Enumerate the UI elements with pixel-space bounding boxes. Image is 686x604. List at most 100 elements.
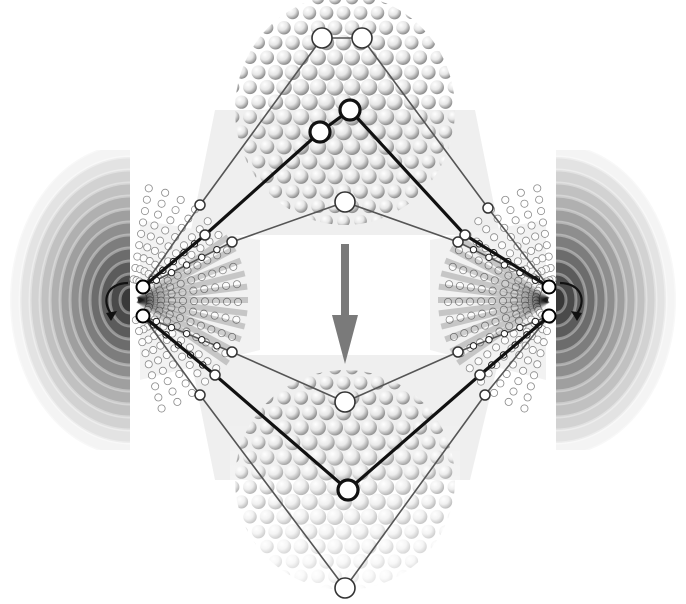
- link-bead: [183, 330, 189, 336]
- core-node: [543, 281, 556, 294]
- particle-bead: [386, 124, 402, 140]
- particle-bead: [404, 154, 419, 169]
- particle-bead: [363, 0, 376, 4]
- particle-bead: [422, 36, 435, 49]
- field-bead: [186, 344, 193, 351]
- particle-bead: [269, 36, 283, 50]
- particle-bead: [235, 66, 248, 79]
- link-bead: [214, 246, 220, 252]
- field-bead: [155, 394, 162, 401]
- particle-bead: [439, 95, 453, 109]
- particle-bead: [395, 109, 411, 125]
- junction-node: [480, 390, 490, 400]
- particle-bead: [295, 0, 307, 4]
- particle-bead: [378, 79, 394, 95]
- link-bead: [183, 262, 189, 268]
- field-bead: [522, 237, 529, 244]
- field-bead: [150, 346, 157, 353]
- field-bead: [540, 339, 547, 346]
- field-bead: [162, 189, 169, 196]
- field-bead: [475, 218, 482, 225]
- particle-bead: [286, 184, 300, 198]
- particle-bead: [252, 65, 266, 79]
- particle-bead: [260, 80, 275, 95]
- field-bead: [138, 230, 145, 237]
- junction-node: [210, 370, 220, 380]
- particle-bead: [285, 124, 301, 140]
- particle-bead: [261, 21, 274, 34]
- field-bead: [529, 346, 536, 353]
- field-bead: [528, 222, 535, 229]
- particle-bead: [439, 66, 452, 79]
- particle-bead: [354, 6, 368, 20]
- field-bead: [142, 350, 149, 357]
- link-bead: [486, 337, 492, 343]
- particle-bead: [369, 94, 386, 111]
- particle-bead: [269, 7, 281, 19]
- field-bead: [505, 398, 512, 405]
- particle-bead: [329, 0, 342, 4]
- particle-bead: [319, 405, 334, 420]
- field-bead: [162, 227, 169, 234]
- particle-bead: [456, 96, 468, 108]
- field-bead: [148, 372, 155, 379]
- field-bead: [135, 328, 142, 335]
- field-bead: [151, 247, 158, 254]
- junction-node: [227, 237, 237, 247]
- field-bead: [535, 244, 542, 251]
- core-node: [137, 281, 150, 294]
- particle-bead: [284, 94, 300, 110]
- particle-bead: [319, 184, 334, 199]
- particle-bead: [387, 65, 403, 81]
- particle-bead: [310, 169, 325, 184]
- field-bead: [506, 250, 513, 257]
- field-bead: [141, 207, 148, 214]
- field-bead: [145, 185, 152, 192]
- field-bead: [177, 196, 184, 203]
- field-bead: [497, 380, 504, 387]
- field-bead: [521, 200, 528, 207]
- particle-bead: [260, 140, 274, 154]
- hub-node: [335, 192, 355, 212]
- particle-bead: [430, 110, 444, 124]
- field-bead: [517, 189, 524, 196]
- particle-bead: [378, 109, 394, 125]
- particle-bead: [354, 376, 368, 390]
- hub-node: [335, 392, 355, 412]
- particle-bead: [448, 81, 461, 94]
- field-bead: [144, 244, 151, 251]
- field-bead: [176, 370, 183, 377]
- field-bead: [169, 388, 176, 395]
- field-bead: [524, 357, 531, 364]
- particle-bead: [243, 51, 256, 64]
- field-bead: [466, 365, 473, 372]
- field-bead: [539, 219, 546, 226]
- particle-bead: [361, 139, 377, 155]
- particle-bead: [344, 138, 361, 155]
- particle-bead: [370, 184, 384, 198]
- field-bead: [195, 351, 202, 358]
- particle-bead: [361, 169, 376, 184]
- particle-bead: [327, 49, 343, 65]
- particle-bead: [395, 139, 410, 154]
- field-bead: [178, 353, 185, 360]
- field-bead: [514, 258, 521, 265]
- particle-bead: [243, 110, 257, 124]
- junction-node: [200, 230, 210, 240]
- lower-sphere-fade: [230, 420, 460, 600]
- field-bead: [215, 231, 222, 238]
- field-bead: [543, 328, 550, 335]
- particle-bead: [327, 79, 344, 96]
- junction-node: [227, 347, 237, 357]
- field-bead: [147, 233, 154, 240]
- particle-bead: [252, 155, 266, 169]
- particle-bead: [301, 94, 318, 111]
- junction-node: [475, 370, 485, 380]
- link-bead: [486, 254, 492, 260]
- particle-bead: [301, 64, 317, 80]
- field-bead: [159, 367, 166, 374]
- field-bead: [510, 388, 517, 395]
- particle-bead: [371, 6, 384, 19]
- particle-bead: [430, 51, 443, 64]
